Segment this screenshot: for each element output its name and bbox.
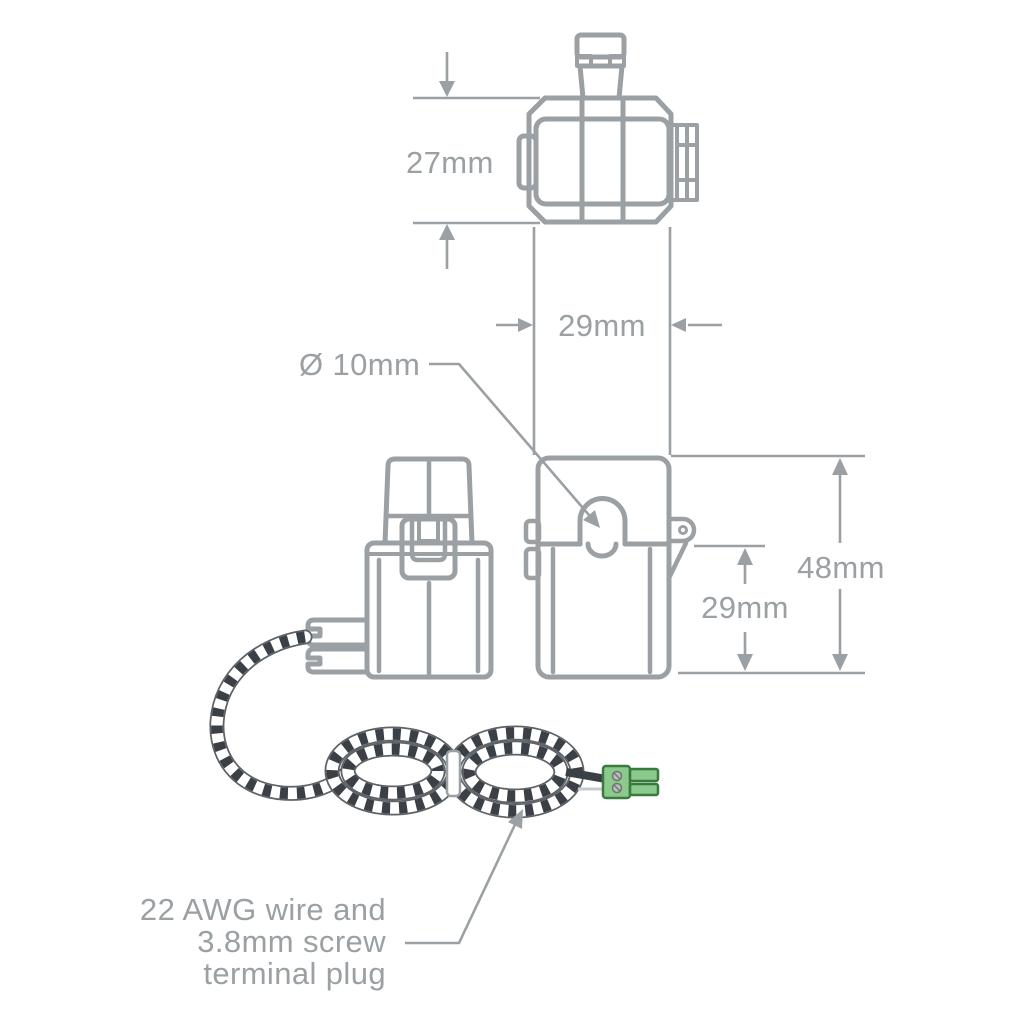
front-view <box>523 455 697 680</box>
plug-prong-top <box>628 767 660 783</box>
wire-note-line3: terminal plug <box>203 956 386 991</box>
side-clamp-top <box>382 456 475 546</box>
wire-coil-right-loop <box>445 725 585 819</box>
dimension-29mm-width: 29mm <box>496 227 722 455</box>
arrow-down-icon <box>737 654 753 671</box>
dimension-48mm: 48mm <box>671 454 885 675</box>
arrow-down-icon <box>439 81 455 97</box>
callout-hole-diameter: Ø 10mm <box>299 347 600 528</box>
leader-line <box>429 362 596 523</box>
lead-wire-dark <box>565 768 607 783</box>
top-view <box>516 32 699 225</box>
arrow-down-right-icon <box>583 510 600 528</box>
dimension-29mm-height: 29mm <box>694 544 789 671</box>
dimension-27mm: 27mm <box>406 52 540 269</box>
arrow-up-icon <box>737 548 753 565</box>
plug-prong-bottom <box>628 782 660 797</box>
wire-note-line1: 22 AWG wire and <box>140 892 386 927</box>
top-cable-connector <box>667 123 699 202</box>
front-body <box>535 455 672 680</box>
callout-wire-note: 22 AWG wire and 3.8mm screw terminal plu… <box>140 809 523 991</box>
top-body-inner <box>533 116 672 207</box>
arrow-up-icon <box>832 458 848 475</box>
hole-diameter-label: Ø 10mm <box>299 347 420 382</box>
top-left-tab <box>516 133 539 191</box>
cable-hole <box>577 496 628 547</box>
latch-cap <box>574 32 627 60</box>
plug-body <box>601 764 632 800</box>
screw-slot-icon <box>613 772 621 780</box>
hinge-pin-icon <box>678 525 688 535</box>
dim-48mm-label: 48mm <box>797 550 885 585</box>
dim-27mm-label: 27mm <box>406 145 494 180</box>
latch-stem <box>577 63 625 101</box>
arrow-up-right-icon <box>508 809 523 829</box>
side-view <box>305 456 494 680</box>
front-hinge <box>666 516 697 581</box>
arrow-right-icon <box>518 318 533 332</box>
screw-slot-icon <box>613 784 621 792</box>
cable-tie <box>445 749 462 798</box>
arrow-down-icon <box>832 654 848 671</box>
side-latch-clip <box>399 516 458 581</box>
wire-curve-from-device <box>209 629 356 801</box>
screw-terminal-plug <box>601 764 660 800</box>
arrow-up-icon <box>439 224 455 240</box>
side-wire-connector <box>305 617 369 675</box>
wire-note-line2: 3.8mm screw <box>197 924 386 959</box>
twisted-pair-wire <box>209 629 607 819</box>
dim-29mm-height-label: 29mm <box>701 590 789 625</box>
leader-line <box>405 813 522 945</box>
dim-29mm-width-label: 29mm <box>558 308 646 343</box>
wire-coil-left-loop <box>324 726 462 816</box>
cable-hole-notch <box>585 541 619 559</box>
arrow-left-icon <box>671 318 686 332</box>
top-body-octagon <box>526 95 674 225</box>
